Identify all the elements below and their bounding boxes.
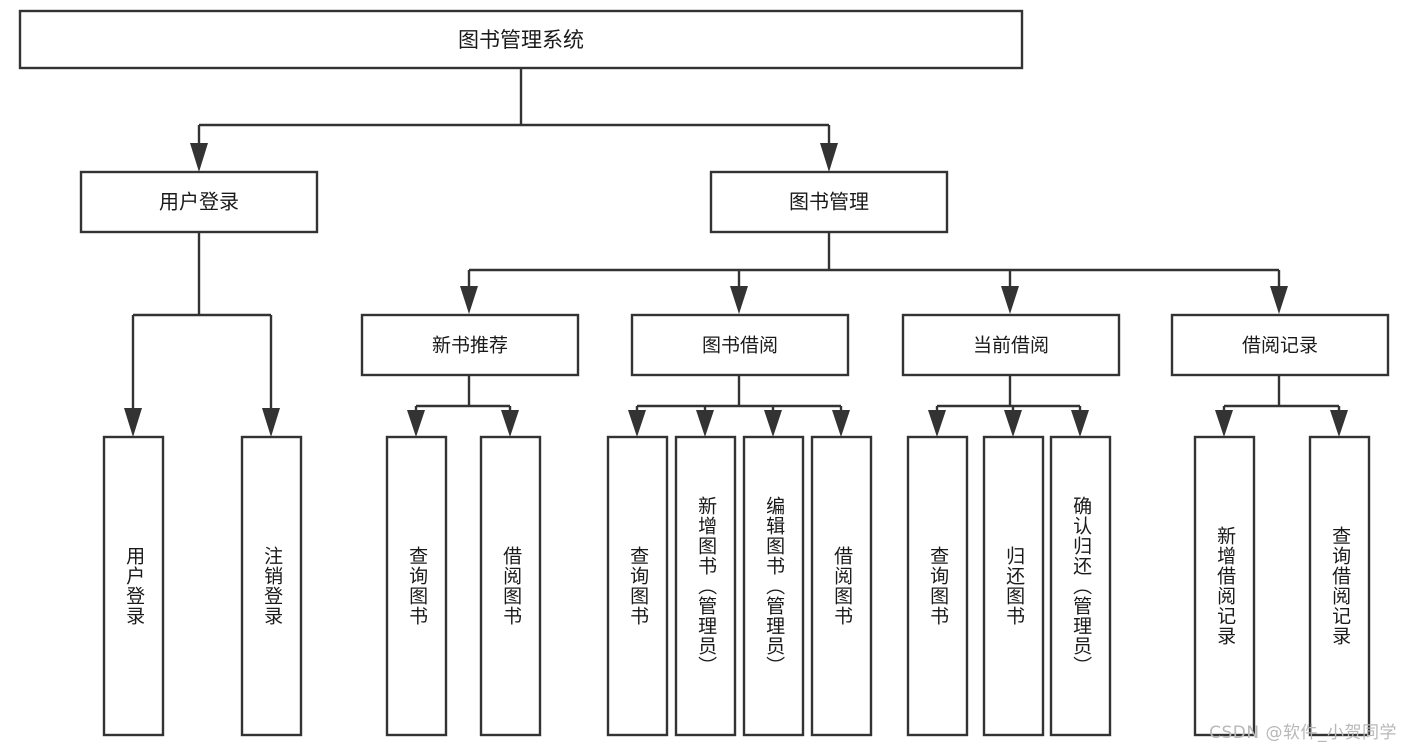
arrow-bookmgmt-to-new [460,286,478,314]
connector-group-book-borrow [628,375,850,437]
leaf-box-new-book-2[interactable] [479,435,542,737]
node-root[interactable]: 图书管理系统 [18,9,1024,70]
leaf-box-current-borrow-1[interactable] [906,435,969,737]
arrow-currentborrow-leaf2 [1004,410,1022,437]
node-borrow-record-label: 借阅记录 [1242,335,1318,357]
node-borrow-record-box[interactable] [1170,313,1390,377]
connector-group-borrow-record [1215,375,1348,437]
arrow-borrowrecord-leaf2 [1330,410,1348,437]
arrow-newbook-leaf1 [407,410,425,437]
node-user-login[interactable]: 用户登录 [79,170,319,234]
leaf-box-book-borrow-4[interactable] [810,435,873,737]
arrow-root-to-login [190,143,208,172]
node-book-management[interactable]: 图书管理 [709,170,949,234]
arrow-borrowrecord-leaf1 [1215,410,1233,437]
node-new-book-recommend-label: 新书推荐 [432,335,508,357]
arrow-login-leaf1 [124,408,142,437]
leaf-box-book-borrow-3[interactable] [742,435,805,737]
leaf-box-current-borrow-2[interactable] [982,435,1045,737]
arrow-bookmgmt-to-borrow [730,286,748,314]
leaf-box-borrow-record-2[interactable] [1308,435,1371,737]
leaf-box-book-borrow-2[interactable] [674,435,737,737]
node-root-box[interactable] [18,9,1024,70]
node-user-login-box[interactable] [79,170,319,234]
leaf-box-user-login-1[interactable] [102,435,165,737]
arrow-bookborrow-leaf3 [764,410,782,437]
arrow-root-to-bookmgmt [820,143,838,172]
node-current-borrow-label: 当前借阅 [973,335,1049,357]
node-book-borrow[interactable]: 图书借阅 [630,313,850,377]
watermark-text: CSDN @软件_小贺同学 [1209,723,1397,743]
arrow-bookmgmt-to-record [1270,286,1288,314]
node-book-management-box[interactable] [709,170,949,234]
arrow-newbook-leaf2 [501,410,519,437]
node-new-book-recommend[interactable]: 新书推荐 [360,313,580,377]
node-current-borrow-box[interactable] [901,313,1121,377]
node-book-borrow-label: 图书借阅 [702,335,778,357]
leaf-box-user-login-2[interactable] [240,435,303,737]
leaf-box-current-borrow-3[interactable] [1049,435,1112,737]
node-borrow-record[interactable]: 借阅记录 [1170,313,1390,377]
node-book-management-label: 图书管理 [789,190,869,214]
connector-group-root [190,68,838,172]
arrow-currentborrow-leaf1 [928,410,946,437]
leaf-box-borrow-record-1[interactable] [1193,435,1256,737]
arrow-login-leaf2 [262,408,280,437]
node-book-borrow-box[interactable] [630,313,850,377]
leaf-box-new-book-1[interactable] [385,435,448,737]
arrow-bookborrow-leaf4 [832,410,850,437]
arrow-bookmgmt-to-current [1001,286,1019,314]
connector-group-book-mgmt [460,232,1288,314]
arrow-bookborrow-leaf1 [628,410,646,437]
node-user-login-label: 用户登录 [159,190,239,214]
connector-group-user-login [124,232,280,437]
leaf-box-book-borrow-1[interactable] [606,435,669,737]
node-root-label: 图书管理系统 [458,28,584,52]
arrow-currentborrow-leaf3 [1071,410,1089,437]
node-current-borrow[interactable]: 当前借阅 [901,313,1121,377]
connector-group-current-borrow [928,375,1089,437]
connector-group-new-book [407,375,519,437]
node-new-book-recommend-box[interactable] [360,313,580,377]
arrow-bookborrow-leaf2 [696,410,714,437]
